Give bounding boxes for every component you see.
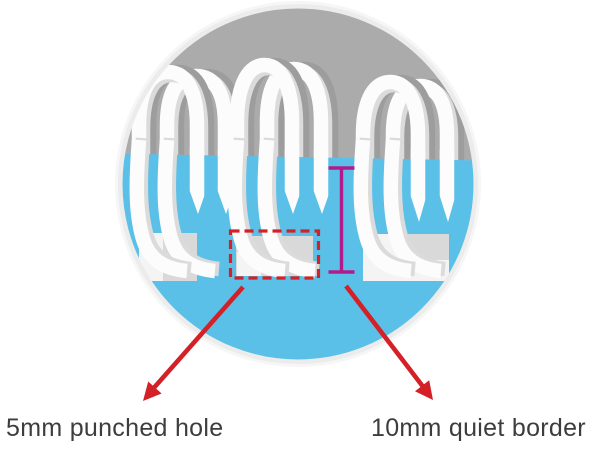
circle-rim <box>117 3 479 365</box>
wire-rear-strands <box>189 150 455 222</box>
wire-front-strands <box>129 137 446 279</box>
spiral-wire-loops-right <box>355 74 465 293</box>
arrow-to-quiet-border-label <box>344 284 433 400</box>
punched-hole-highlight-box <box>228 229 321 280</box>
punched-hole-label: 5mm punched hole <box>6 414 224 442</box>
quiet-border-label: 10mm quiet border <box>371 414 586 442</box>
quiet-border-measure-line <box>328 166 355 274</box>
magnified-circle <box>122 8 474 360</box>
spiral-wire-loops-middle <box>229 57 339 293</box>
spiral-wire-loops-left <box>131 64 243 293</box>
arrow-to-punched-hole-label <box>143 285 245 401</box>
circle-rim-outer <box>115 1 481 367</box>
